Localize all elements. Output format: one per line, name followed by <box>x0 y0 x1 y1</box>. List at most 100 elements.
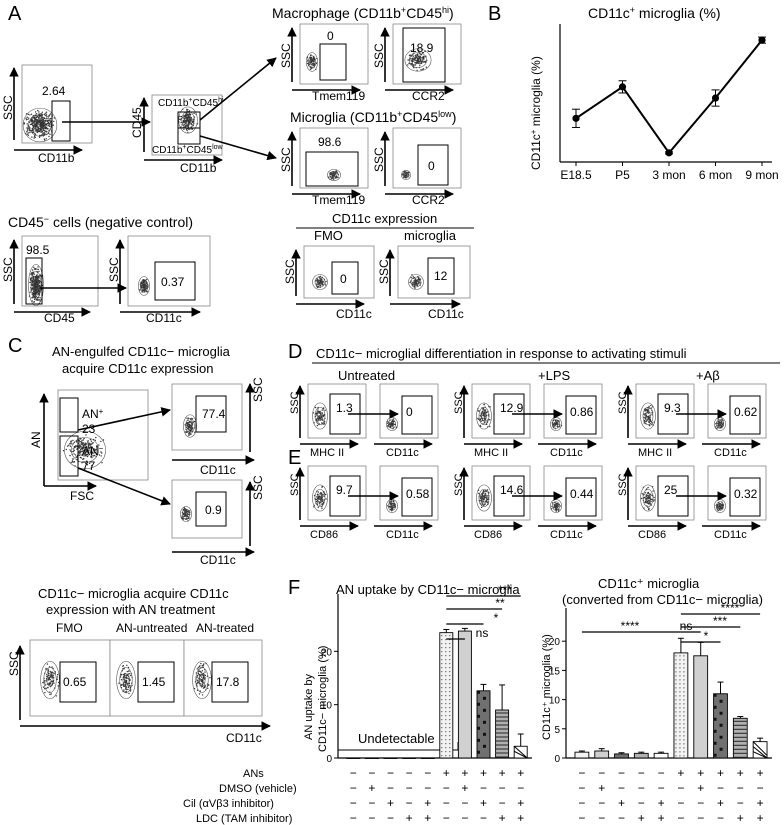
cell-dot <box>47 668 49 670</box>
cell-dot <box>481 503 483 505</box>
cell-dot <box>26 123 28 125</box>
cell-dot <box>313 59 316 61</box>
sign-cell: − <box>350 766 357 780</box>
sign-cell: − <box>598 811 605 825</box>
cell-dot <box>129 684 131 687</box>
cell-dot <box>36 288 38 290</box>
cell-dot <box>408 54 411 57</box>
cell-dot <box>37 294 39 296</box>
cell-dot <box>39 128 41 130</box>
cell-dot <box>653 499 655 501</box>
f-bar-pattern <box>445 639 447 641</box>
cell-dot <box>198 693 201 695</box>
cell-dot <box>38 270 40 273</box>
plot-a-cd45: CD11b+CD45hi CD11b+CD45low CD45 CD11b <box>130 94 224 175</box>
f-bar-pattern <box>482 696 486 700</box>
cell-dot <box>719 504 721 507</box>
f-bar-pattern <box>449 651 451 653</box>
cell-dot <box>319 284 322 287</box>
panel-c-label: C <box>8 335 22 357</box>
svg-text:SSC: SSC <box>372 43 386 68</box>
cell-dot <box>88 449 90 451</box>
contour-line <box>181 110 195 130</box>
f-bar <box>673 652 689 759</box>
cell-dot <box>187 517 189 520</box>
cell-dot <box>652 500 655 502</box>
f-y-tick-label: 0 <box>326 754 332 765</box>
sign-cell: − <box>658 781 665 795</box>
f-bar-pattern <box>482 732 486 736</box>
cell-dot <box>319 282 321 284</box>
cell-dot <box>188 420 191 423</box>
cell-dot <box>196 682 198 685</box>
cell-dot <box>185 114 187 116</box>
cell-dot <box>416 59 418 61</box>
cell-dot <box>189 114 191 116</box>
cell-dot <box>182 122 184 124</box>
cell-dot <box>85 450 88 452</box>
f-bar-pattern <box>683 711 685 713</box>
cell-dot <box>201 670 204 672</box>
f-bar-pattern <box>675 699 677 701</box>
cell-dot <box>484 416 487 418</box>
flow-gate <box>565 477 597 517</box>
f-bar-pattern <box>449 711 451 713</box>
svg-text:Untreated: Untreated <box>338 368 395 383</box>
cell-dot <box>48 124 50 126</box>
cell-dot <box>485 420 487 422</box>
cell-dot <box>45 118 47 120</box>
cell-dot <box>199 683 202 685</box>
cell-dot <box>317 506 319 509</box>
f-bar-pattern <box>675 751 677 753</box>
sign-cell: − <box>578 781 585 795</box>
cell-dot <box>34 132 36 135</box>
f-bar <box>633 752 649 759</box>
flow-axis-ssc: SSC <box>617 473 629 496</box>
cell-dot <box>101 462 103 464</box>
cell-dot <box>37 268 39 271</box>
cell-dot <box>31 279 34 281</box>
cell-dot <box>321 422 323 424</box>
flow-axis-ssc: SSC <box>617 391 629 414</box>
cell-dot <box>414 54 417 57</box>
flow-value: 25 <box>664 483 678 497</box>
cell-dot <box>644 414 646 416</box>
cell-dot <box>49 113 52 115</box>
cell-dot <box>33 298 36 301</box>
f-bar-pattern <box>719 723 723 727</box>
f-bar-pattern <box>675 747 677 749</box>
f-bar-pattern <box>445 747 447 749</box>
cell-dot <box>718 424 720 426</box>
cell-dot <box>30 273 33 275</box>
cell-dot <box>91 451 94 454</box>
cell-dot <box>34 283 36 285</box>
cell-dot <box>645 420 648 422</box>
f-bar-pattern <box>441 727 443 729</box>
contour-line <box>40 660 60 700</box>
contour-line <box>46 673 54 687</box>
cell-dot <box>91 465 93 467</box>
cell-dot <box>422 55 425 58</box>
f-bar-pattern <box>683 755 685 757</box>
gate-cd11b <box>51 100 71 142</box>
flow-gate <box>565 395 597 435</box>
cell-dot <box>32 124 34 127</box>
cell-dot <box>394 423 396 426</box>
cell-dot <box>421 56 424 59</box>
cell-dot <box>411 55 413 57</box>
f-bar-pattern <box>675 727 677 729</box>
cell-dot <box>75 456 77 458</box>
cell-dot <box>185 124 187 127</box>
cell-dot <box>125 680 128 682</box>
cell-dot <box>93 452 96 454</box>
cell-dot <box>324 409 326 411</box>
f-bar-pattern <box>679 731 681 733</box>
cell-dot <box>320 413 322 416</box>
cell-dot <box>407 64 409 66</box>
cell-dot <box>123 673 126 675</box>
svg-text:SSC: SSC <box>7 651 21 676</box>
cell-dot <box>310 59 313 62</box>
f-bar-pattern <box>675 671 677 673</box>
cell-dot <box>416 54 419 56</box>
